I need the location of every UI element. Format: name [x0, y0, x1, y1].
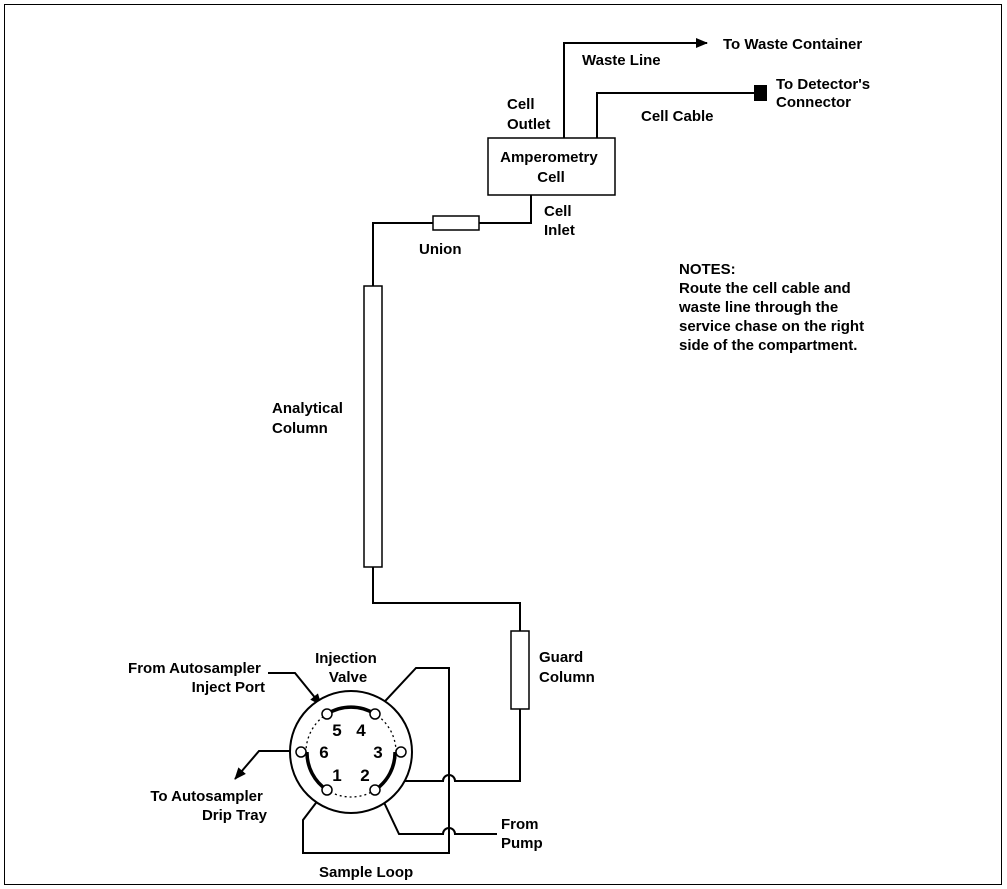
amperometry-cell-box	[487, 137, 616, 196]
union-to-column-tubing	[372, 222, 433, 286]
union-label: Union	[419, 241, 462, 258]
cell-outlet-label: Cell Outlet	[507, 96, 550, 133]
guard-to-port3-tubing	[402, 709, 521, 782]
from-pump-label: From Pump	[501, 816, 543, 852]
notes-line-4: side of the compartment.	[679, 337, 857, 354]
inject-port-tubing	[268, 672, 322, 706]
notes-line-2: waste line through the	[678, 299, 838, 316]
valve-port-6	[295, 746, 307, 758]
waste-line	[563, 38, 708, 138]
valve-port-4	[369, 708, 381, 720]
notes-line-3: service chase on the right	[679, 318, 864, 335]
port-number-4: 4	[356, 721, 366, 740]
sample-loop-label: Sample Loop	[319, 864, 413, 881]
detector-connector-icon	[754, 85, 767, 101]
drip-tray-tubing	[234, 750, 295, 780]
guard-column	[510, 630, 530, 710]
to-autosampler-drip-tray-label: To Autosampler Drip Tray	[150, 788, 267, 824]
guard-column-label: Guard Column	[539, 649, 595, 686]
port-number-3: 3	[373, 743, 382, 762]
from-autosampler-inject-port-label: From Autosampler Inject Port	[128, 660, 265, 696]
cell-inlet-label: Cell Inlet	[544, 203, 576, 239]
valve-port-3	[395, 746, 407, 758]
notes-block: NOTES: Route the cell cable and waste li…	[678, 261, 868, 354]
diagram-frame: 5 4 6 3 1 2 To Waste Container Waste Lin…	[4, 4, 1002, 885]
column-to-guard-tubing	[372, 567, 521, 631]
to-waste-container-label: To Waste Container	[723, 36, 862, 53]
notes-title: NOTES:	[679, 261, 736, 278]
plumbing-diagram: 5 4 6 3 1 2 To Waste Container Waste Lin…	[128, 36, 874, 881]
injection-valve-label: Injection Valve	[315, 650, 381, 686]
port-number-5: 5	[332, 721, 341, 740]
port-number-2: 2	[360, 766, 369, 785]
injection-valve-body	[289, 690, 413, 814]
cell-inlet-tubing	[479, 195, 532, 224]
cell-cable	[596, 92, 756, 138]
pump-inlet-tubing	[380, 795, 497, 835]
cell-cable-label: Cell Cable	[641, 108, 714, 125]
notes-line-1: Route the cell cable and	[679, 280, 851, 297]
port-number-6: 6	[319, 743, 328, 762]
valve-port-1	[321, 784, 333, 796]
valve-port-2	[369, 784, 381, 796]
union-fitting	[432, 215, 480, 231]
port-number-1: 1	[332, 766, 341, 785]
valve-port-5	[321, 708, 333, 720]
port4-to-loop-tubing	[302, 667, 450, 854]
analytical-column-label: Analytical Column	[272, 400, 347, 437]
analytical-column	[363, 285, 383, 568]
amperometry-cell-label: Amperometry Cell	[500, 149, 602, 186]
waste-line-label: Waste Line	[582, 52, 661, 69]
to-detector-connector-label: To Detector's Connector	[776, 76, 874, 111]
